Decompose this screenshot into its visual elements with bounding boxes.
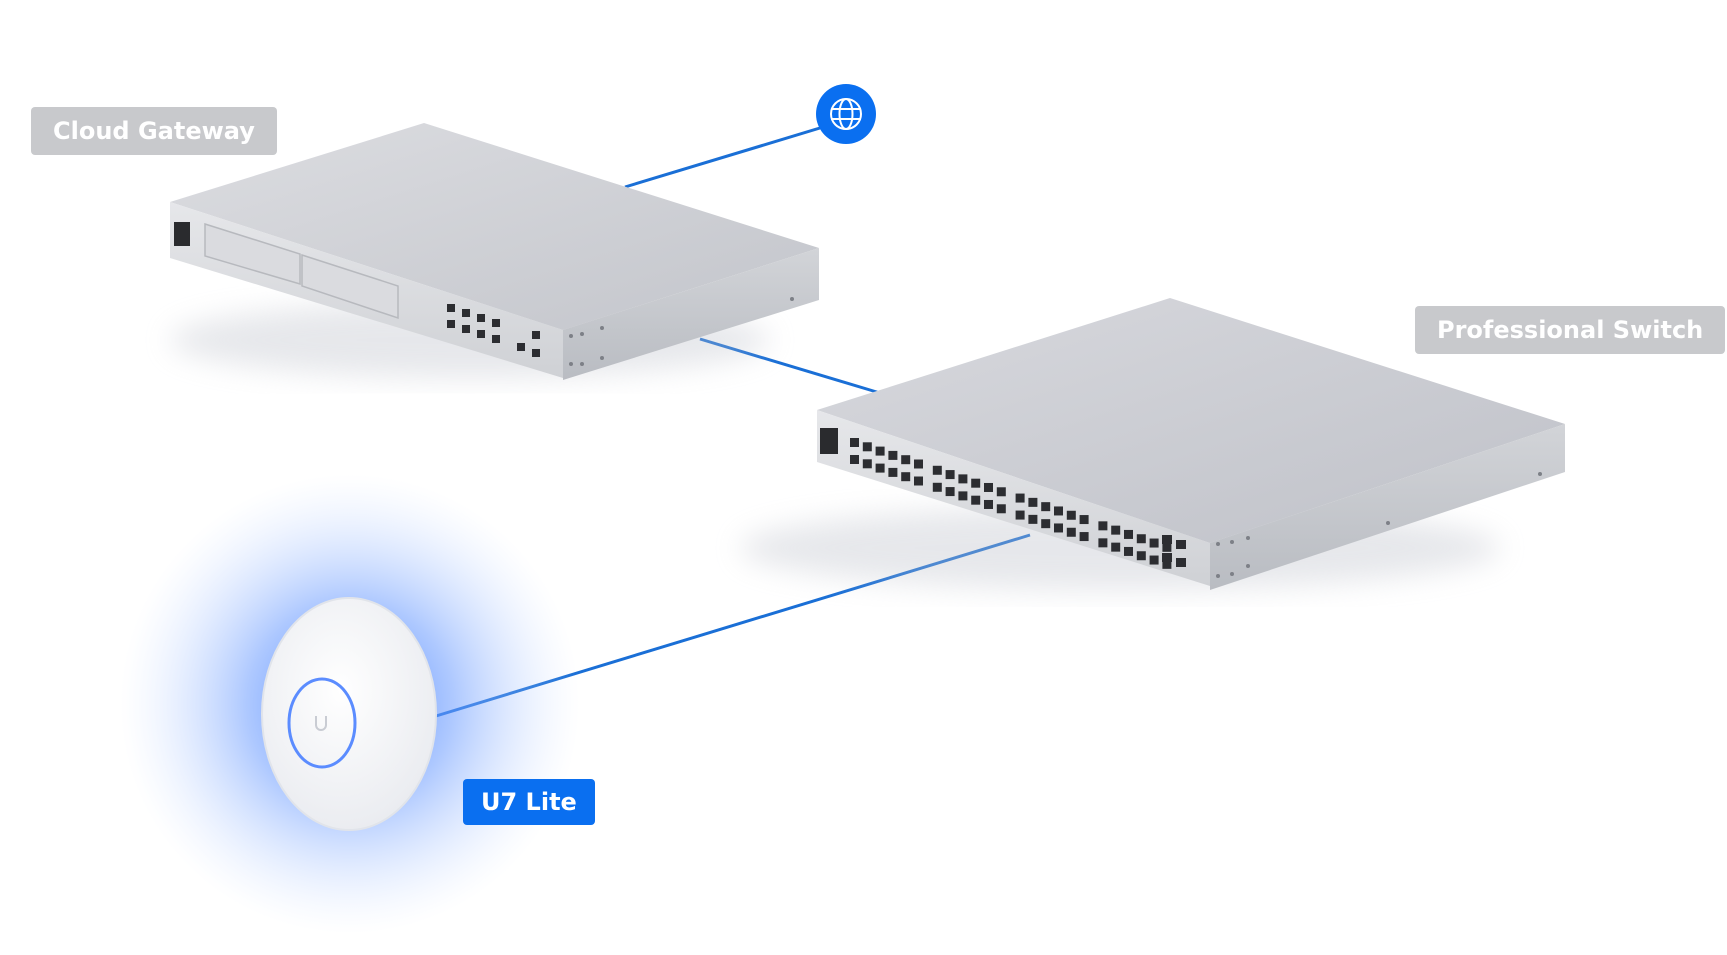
switch-port bbox=[932, 465, 942, 475]
gateway-ethernet-ports bbox=[447, 304, 540, 357]
switch-port bbox=[996, 504, 1006, 514]
switch-port bbox=[1162, 559, 1172, 569]
switch-port bbox=[945, 470, 955, 480]
switch-port bbox=[914, 459, 923, 469]
switch-port bbox=[862, 442, 872, 452]
switch-port bbox=[1066, 527, 1076, 537]
switch-port bbox=[958, 491, 968, 501]
gateway-top-face bbox=[170, 123, 819, 330]
switch-port bbox=[971, 495, 981, 505]
switch-port bbox=[996, 487, 1006, 497]
switch-port bbox=[1041, 502, 1051, 512]
switch-port bbox=[901, 455, 911, 465]
gateway-drive-bay-1 bbox=[204, 222, 301, 286]
switch-port bbox=[1015, 510, 1025, 520]
internet-node[interactable] bbox=[816, 84, 876, 144]
switch-port bbox=[850, 438, 859, 447]
switch-port bbox=[1041, 519, 1051, 529]
switch-port bbox=[1136, 551, 1146, 561]
ubiquiti-logo-icon bbox=[315, 716, 327, 731]
cloud-gateway-device[interactable] bbox=[170, 123, 819, 380]
switch-port bbox=[862, 459, 872, 469]
gateway-drive-bay-2 bbox=[301, 253, 399, 320]
switch-port bbox=[875, 446, 885, 456]
switch-port bbox=[1054, 523, 1063, 533]
switch-top-face bbox=[817, 298, 1565, 543]
u7-lite-access-point[interactable] bbox=[120, 474, 580, 934]
ap-body bbox=[261, 597, 437, 831]
globe-icon bbox=[830, 98, 862, 130]
switch-side-face bbox=[1210, 424, 1565, 590]
switch-port bbox=[984, 499, 993, 509]
switch-port bbox=[1149, 555, 1159, 565]
switch-port bbox=[1111, 542, 1121, 552]
switch-port bbox=[1015, 493, 1025, 503]
switch-port bbox=[1079, 532, 1089, 542]
switch-port bbox=[1149, 538, 1159, 548]
switch-port bbox=[958, 474, 968, 484]
switch-port bbox=[1028, 497, 1038, 507]
line-gateway-to-internet bbox=[624, 126, 821, 189]
switch-port bbox=[901, 472, 911, 482]
switch-port bbox=[1136, 534, 1146, 544]
switch-sfp-ports bbox=[1162, 535, 1186, 567]
switch-port bbox=[932, 482, 942, 492]
switch-port bbox=[1028, 514, 1038, 524]
switch-port bbox=[984, 482, 993, 492]
switch-port bbox=[1098, 538, 1108, 548]
switch-port bbox=[1098, 521, 1108, 531]
switch-port bbox=[888, 467, 898, 477]
switch-port bbox=[914, 476, 923, 486]
switch-port bbox=[1079, 515, 1089, 525]
switch-port bbox=[971, 478, 981, 488]
professional-switch-label: Professional Switch bbox=[1415, 306, 1726, 354]
switch-port bbox=[875, 463, 885, 473]
switch-port bbox=[850, 455, 859, 464]
switch-ethernet-ports bbox=[850, 438, 1172, 569]
switch-power-icon bbox=[820, 428, 838, 454]
switch-front-face bbox=[817, 410, 1210, 586]
switch-port bbox=[945, 487, 955, 497]
switch-port bbox=[1054, 506, 1063, 516]
switch-port bbox=[1111, 525, 1121, 535]
switch-port bbox=[1162, 542, 1172, 552]
professional-switch-device[interactable] bbox=[740, 298, 1565, 590]
switch-port bbox=[1066, 510, 1076, 520]
switch-port bbox=[1124, 546, 1133, 556]
gateway-side-face bbox=[563, 248, 819, 380]
cloud-gateway-label: Cloud Gateway bbox=[31, 107, 277, 155]
u7-lite-label: U7 Lite bbox=[463, 779, 595, 825]
ap-status-ring bbox=[287, 677, 357, 769]
gateway-power-icon bbox=[174, 222, 190, 246]
switch-port bbox=[888, 450, 898, 460]
switch-port bbox=[1124, 529, 1133, 539]
